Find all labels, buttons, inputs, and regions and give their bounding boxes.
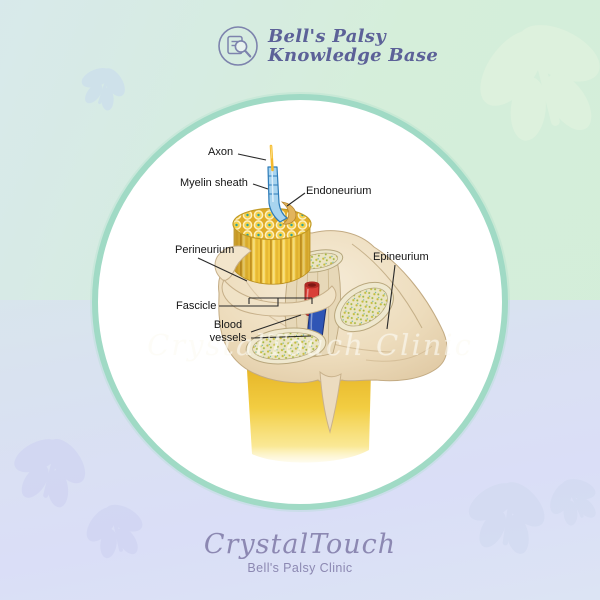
perineurium-collar (214, 245, 337, 317)
label-endoneurium: Endoneurium (306, 185, 372, 197)
axon-leader (237, 153, 267, 161)
clinic-tagline: Bell's Palsy Clinic (247, 561, 353, 575)
epineurium-drape (319, 370, 342, 434)
clinic-footer: CrystalTouch Bell's Palsy Clinic (0, 529, 600, 575)
title-line-1: Bell's Palsy (268, 26, 386, 47)
endoneurium-wrap (280, 201, 297, 225)
label-blood-vessels-line1: Blood (213, 319, 243, 331)
myelin-sheath-shape (267, 166, 288, 223)
label-myelin-sheath: Myelin sheath (180, 177, 248, 189)
document-magnifier-icon (218, 26, 258, 66)
label-blood-vessels-line2: vessels (209, 332, 247, 344)
blood-vessels-leader (250, 314, 312, 339)
fascicle-cross-section (334, 281, 394, 333)
epineurium-leader (386, 264, 396, 330)
fascicle-leader (219, 297, 313, 307)
axon-bundle (232, 207, 312, 285)
endoneurium-leader (286, 192, 306, 207)
title-line-2: Knowledge Base (268, 45, 439, 66)
label-epineurium: Epineurium (373, 251, 429, 263)
label-perineurium: Perineurium (175, 244, 235, 256)
nerve-trunk (247, 370, 371, 463)
clinic-brand: CrystalTouch (203, 529, 397, 560)
label-fascicle: Fascicle (176, 300, 217, 312)
perineurium-leader (197, 257, 248, 282)
leader-lines (197, 153, 396, 339)
knowledge-base-header: Bell's Palsy Knowledge Base (216, 24, 438, 68)
axon-shape (269, 144, 274, 172)
myelin-leader (252, 183, 269, 190)
label-blood-vessels: Blood vessels (203, 319, 253, 345)
label-axon: Axon (208, 146, 234, 158)
knowledge-base-title: Bell's Palsy Knowledge Base (268, 27, 438, 65)
